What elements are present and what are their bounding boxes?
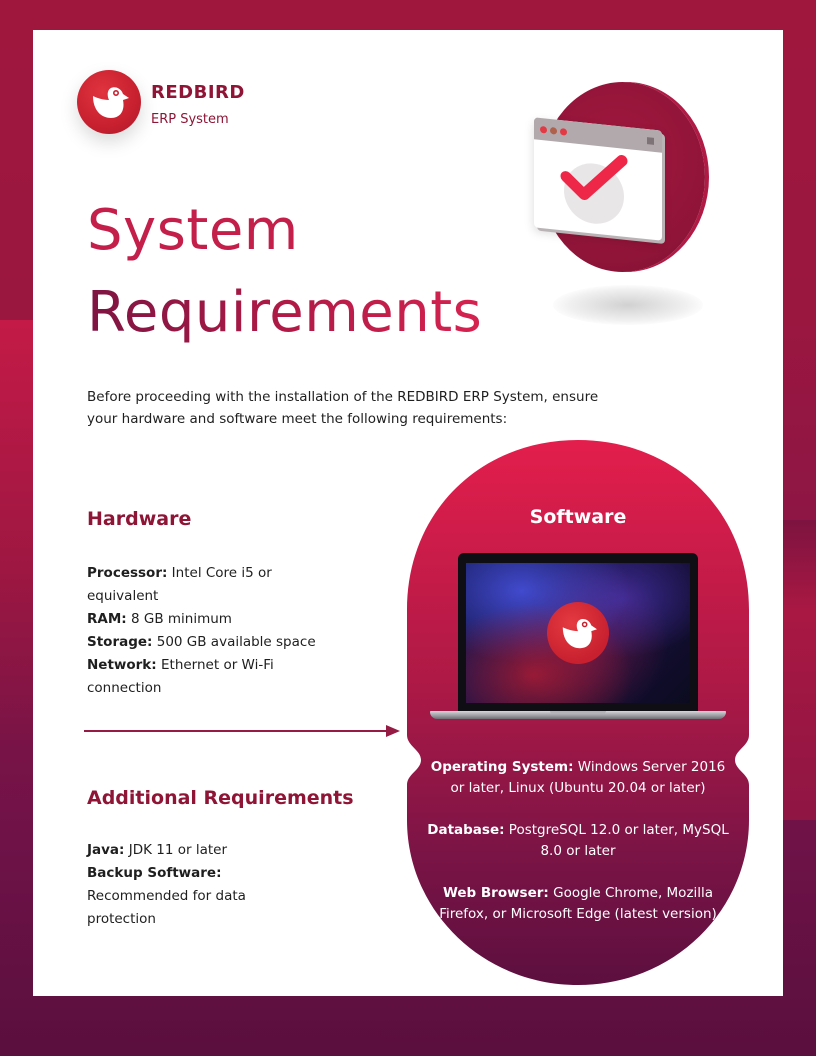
browser-window-icon (534, 117, 662, 241)
hardware-item: RAM: 8 GB minimum (87, 608, 317, 631)
bird-icon (547, 602, 609, 664)
spec-value: JDK 11 or later (124, 842, 228, 858)
spec-label: Database: (427, 822, 505, 838)
hardware-item: Storage: 500 GB available space (87, 631, 317, 654)
browser-window-checkmark-icon (528, 80, 718, 340)
spec-label: Java: (87, 842, 125, 858)
intro-paragraph: Before proceeding with the installation … (87, 389, 599, 427)
window-dot-icon (560, 127, 567, 136)
software-item: Database: PostgreSQL 12.0 or later, MySQ… (427, 820, 729, 862)
spec-label: Processor: (87, 565, 168, 581)
hardware-list: Processor: Intel Core i5 or equivalent R… (87, 562, 317, 700)
brand-name: REDBIRD (151, 82, 245, 103)
laptop-notch (550, 711, 606, 714)
spec-value: Google Chrome, Mozilla Firefox, or Micro… (439, 885, 717, 922)
page-title: System Requirements (87, 190, 482, 354)
spec-label: Web Browser: (442, 885, 549, 901)
laptop-screen (458, 553, 698, 711)
spec-value: Intel Core i5 or equivalent (87, 565, 272, 604)
additional-item: Backup Software: Recommended for data pr… (87, 862, 287, 931)
arrow-right-icon (84, 725, 400, 737)
hardware-item: Processor: Intel Core i5 or equivalent (87, 562, 317, 608)
spec-label: RAM: (87, 611, 127, 627)
additional-item: Java: JDK 11 or later (87, 839, 287, 862)
laptop-base (430, 711, 726, 719)
checkmark-icon (560, 154, 628, 201)
spec-value: Recommended for data protection (87, 888, 246, 927)
page-title-line2: Requirements (87, 272, 482, 354)
software-list: Operating System: Windows Server 2016 or… (427, 757, 729, 946)
spec-value: PostgreSQL 12.0 or later, MySQL 8.0 or l… (504, 822, 729, 859)
spec-label: Operating System: (430, 759, 574, 775)
spec-value: Windows Server 2016 or later, Linux (Ubu… (450, 759, 726, 796)
spec-label: Network: (87, 657, 157, 673)
laptop-image (430, 550, 726, 726)
window-close-icon (647, 137, 654, 145)
software-item: Web Browser: Google Chrome, Mozilla Fire… (427, 883, 729, 925)
additional-requirements-heading: Additional Requirements (87, 787, 354, 809)
additional-requirements-list: Java: JDK 11 or later Backup Software: R… (87, 839, 287, 931)
document-page: REDBIRD ERP System System Requirements B… (33, 30, 783, 996)
bird-icon (77, 70, 141, 134)
hardware-item: Network: Ethernet or Wi-Fi connection (87, 654, 317, 700)
spec-label: Storage: (87, 634, 153, 650)
spec-value: 8 GB minimum (126, 611, 232, 627)
spec-label: Backup Software: (87, 865, 222, 881)
spec-value: 500 GB available space (152, 634, 316, 650)
software-heading: Software (529, 506, 627, 528)
spec-value: Ethernet or Wi-Fi connection (87, 657, 274, 696)
window-dot-icon (550, 126, 557, 135)
software-item: Operating System: Windows Server 2016 or… (427, 757, 729, 799)
brand-subtitle: ERP System (151, 112, 229, 127)
window-dot-icon (540, 125, 547, 134)
hero-shadow (553, 285, 703, 325)
page-title-line1: System (87, 198, 299, 263)
hardware-heading: Hardware (87, 508, 192, 530)
laptop-display (466, 563, 690, 703)
